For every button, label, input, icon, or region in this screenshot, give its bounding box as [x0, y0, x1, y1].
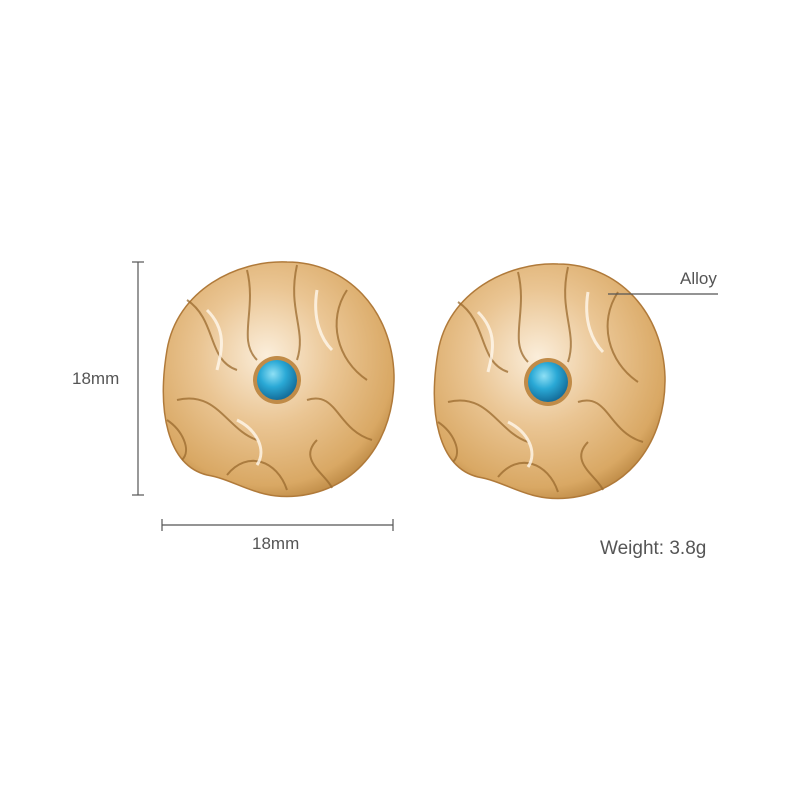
- height-dimension-label: 18mm: [72, 369, 120, 388]
- weight-label: Weight: 3.8g: [600, 538, 707, 559]
- dimension-lines: [132, 261, 718, 531]
- width-dimension-label: 18mm: [252, 534, 300, 553]
- right-earring: [432, 262, 667, 501]
- material-label: Alloy: [680, 269, 717, 288]
- left-earring: [161, 260, 396, 499]
